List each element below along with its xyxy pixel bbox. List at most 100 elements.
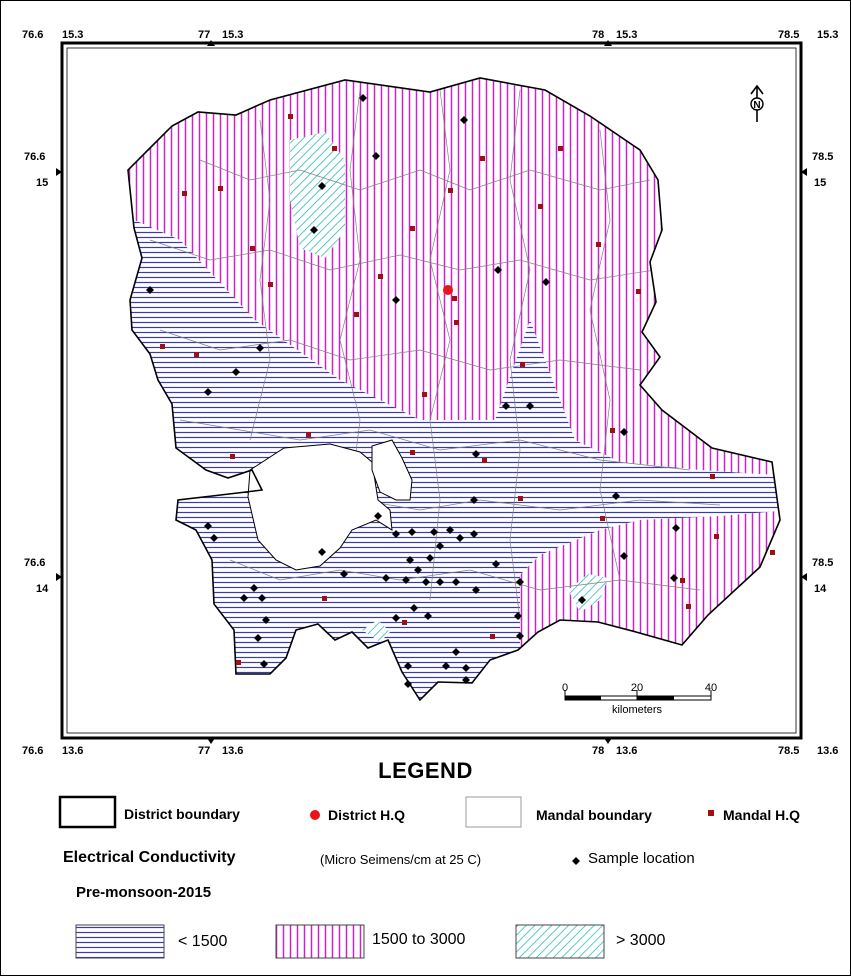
top-tick-labels: 76.6 15.3 77 15.3 78 15.3 78.5 15.3 — [22, 29, 838, 46]
sample-location — [620, 428, 628, 436]
legend-mandal-hq-label: Mandal H.Q — [723, 807, 801, 823]
tick-top-77: 77 — [198, 29, 210, 41]
sample-location — [392, 614, 400, 622]
mandal-hq — [378, 274, 383, 279]
sample-location — [516, 578, 524, 586]
sample-location — [402, 576, 410, 584]
tick-top-left-lat: 15.3 — [62, 29, 83, 41]
mandal-hq — [452, 296, 457, 301]
sample-location — [502, 402, 510, 410]
zone-gt-3000-south — [362, 620, 390, 642]
north-label: N — [753, 100, 760, 111]
legend-swatch-gt-3000 — [515, 924, 605, 959]
sample-location — [494, 266, 502, 274]
mandal-hq — [686, 604, 691, 609]
tick-bottom-78: 78 — [592, 745, 604, 757]
sample-location — [210, 534, 218, 542]
tick-top-right-lat: 15.3 — [817, 29, 838, 41]
mandal-hq — [160, 344, 165, 349]
mandal-hq — [402, 620, 407, 625]
sample-location — [470, 496, 478, 504]
sample-location — [240, 594, 248, 602]
tick-top-78: 78 — [592, 29, 604, 41]
mandal-hq — [680, 578, 685, 583]
tick-top-78-lat: 15.3 — [616, 29, 637, 41]
mandal-hq — [600, 516, 605, 521]
sample-location — [422, 578, 430, 586]
tick-right-upper-lon: 78.5 — [812, 151, 833, 163]
mandal-hq — [410, 450, 415, 455]
sample-location — [492, 560, 500, 568]
sample-location — [460, 116, 468, 124]
tick-left-upper-lat: 15 — [36, 177, 48, 189]
sample-location — [578, 596, 586, 604]
mandal-hq — [448, 188, 453, 193]
mandal-hq — [610, 428, 615, 433]
tick-top-77-lat: 15.3 — [222, 29, 243, 41]
legend-class-gt-3000: > 3000 — [616, 932, 666, 949]
sample-location — [472, 586, 480, 594]
sample-location — [372, 152, 380, 160]
sample-location — [204, 388, 212, 396]
sample-location — [359, 94, 367, 102]
map-neatline — [66, 47, 797, 734]
mandal-hq — [250, 246, 255, 251]
mandal-hq — [236, 660, 241, 665]
mandal-hq — [322, 596, 327, 601]
tick-bottom-right-lon: 78.5 — [778, 745, 799, 757]
sample-location — [612, 492, 620, 500]
sample-location — [408, 528, 416, 536]
legend-unit: (Micro Seimens/cm at 25 C) — [320, 852, 482, 867]
sample-location — [452, 578, 460, 586]
sample-location — [462, 664, 470, 672]
bottom-tick-labels: 76.6 13.6 77 13.6 78 13.6 78.5 13.6 — [22, 738, 838, 757]
mandal-hq — [410, 226, 415, 231]
sample-location — [146, 286, 154, 294]
sample-location — [232, 368, 240, 376]
zone-gt-3000-north — [290, 132, 345, 258]
sample-location — [430, 528, 438, 536]
mandal-hq — [518, 496, 523, 501]
legend-mandal-boundary-label: Mandal boundary — [536, 807, 652, 823]
legend-mandal-hq-symbol — [708, 810, 714, 816]
sample-location — [426, 554, 434, 562]
excluded-area-2 — [371, 439, 413, 501]
sample-location — [462, 676, 470, 684]
sample-location — [256, 344, 264, 352]
tick-bottom-right-lat: 13.6 — [817, 745, 838, 757]
tick-right-lower-lon: 78.5 — [812, 557, 833, 569]
sample-location — [436, 542, 444, 550]
mandal-hq — [710, 474, 715, 479]
tick-bottom-left-lon: 76.6 — [22, 745, 43, 757]
sample-location — [392, 296, 400, 304]
legend-mandal-boundary-swatch — [465, 796, 522, 828]
tick-right-upper-lat: 15 — [814, 177, 826, 189]
mandal-hq — [520, 362, 525, 367]
sample-location — [204, 522, 212, 530]
tick-top-right-lon: 78.5 — [778, 29, 799, 41]
scale-label-20: 20 — [631, 682, 643, 694]
sample-location — [470, 530, 478, 538]
legend-title: LEGEND — [378, 758, 473, 783]
legend-swatch-lt-1500 — [75, 924, 165, 959]
district-hq-marker — [443, 285, 453, 295]
mandal-hq — [218, 186, 223, 191]
map-inner-border — [60, 41, 803, 740]
sample-location — [340, 570, 348, 578]
legend-sample-location-label: Sample location — [588, 850, 695, 867]
tick-left-upper-lon: 76.6 — [24, 151, 45, 163]
sample-location — [472, 450, 480, 458]
sample-location — [258, 594, 266, 602]
sample-location — [446, 526, 454, 534]
sample-location — [404, 662, 412, 670]
legend-district-boundary-swatch — [58, 795, 117, 829]
sample-location — [526, 402, 534, 410]
sample-location — [260, 660, 268, 668]
mandal-hq — [490, 634, 495, 639]
mandal-hq — [288, 114, 293, 119]
sample-markers — [146, 94, 680, 688]
sample-location — [382, 574, 390, 582]
sample-location — [374, 512, 382, 520]
legend-district-hq-label: District H.Q — [328, 807, 406, 823]
